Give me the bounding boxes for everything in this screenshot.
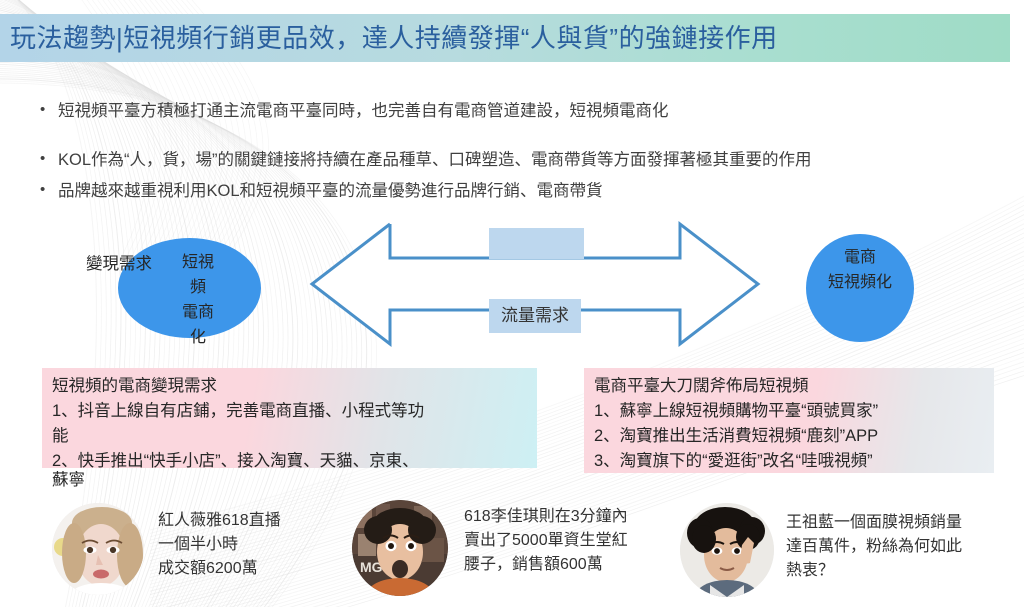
celebrity-avatar: [680, 503, 774, 597]
info-panel-demand: 短視頻的電商變現需求 1、抖音上線自有店鋪，完善電商直播、小程式等功 能 2、快…: [42, 368, 537, 470]
celebrity-caption: 王祖藍一個面膜視頻銷量 達百萬件，粉絲為何如此 熱衷？: [786, 514, 963, 579]
diagram-circle-right-label: 電商 短視頻化: [827, 249, 892, 291]
info-panel-line: 1、蘇寧上線短視頻購物平臺“頭號買家”: [594, 402, 879, 420]
diagram-circle-left: [118, 238, 261, 338]
bullet-list: 短視頻平臺方積極打通主流電商平臺同時，也完善自有電商管道建設，短視頻電商化 KO…: [38, 99, 1008, 202]
celebrity-avatar: MG: [352, 500, 448, 596]
info-panel-heading: 電商平臺大刀闊斧佈局短視頻: [594, 377, 809, 395]
diagram-overlay-label: 變現需求: [86, 255, 152, 273]
arrow-label-box-top: [489, 228, 584, 259]
bullet-item: KOL作為“人，貨，場”的關鍵鏈接將持續在產品種草、口碑塑造、電商帶貨等方面發揮…: [38, 148, 1008, 171]
info-panel-line: 2、淘寶推出生活消費短視頻“鹿刻”APP: [594, 427, 879, 445]
celebrity-avatar: [52, 503, 144, 595]
bullet-item: 短視頻平臺方積極打通主流電商平臺同時，也完善自有電商管道建設，短視頻電商化: [38, 99, 1008, 122]
info-panel-line: 2、快手推出“快手小店”、接入淘寶、天貓、京東、: [52, 452, 419, 470]
arrow-label-box-bottom: 流量需求: [489, 299, 581, 333]
celebrity-card: MG 618李佳琪則在3分鐘內 賣出了5000單資生堂紅 腰子，銷售額600萬: [352, 500, 628, 596]
celebrity-card: 紅人薇雅618直播 一個半小時 成交額6200萬: [52, 503, 281, 595]
info-panel-line: 能: [52, 427, 69, 445]
bullet-item: 品牌越來越重視利用KOL和短視頻平臺的流量優勢進行品牌行銷、電商帶貨: [38, 179, 1008, 202]
page-title: 玩法趨勢|短視頻行銷更品效，達人持續發揮“人與貨”的強鏈接作用: [10, 23, 778, 53]
diagram-circle-right: [806, 234, 914, 342]
info-panel-heading: 短視頻的電商變現需求: [52, 377, 217, 395]
info-panel-line: 1、抖音上線自有店鋪，完善電商直播、小程式等功: [52, 402, 425, 420]
info-panel-line: 3、淘寶旗下的“愛逛街”改名“哇哦視頻”: [594, 452, 873, 470]
celebrity-card: 王祖藍一個面膜視頻銷量 達百萬件，粉絲為何如此 熱衷？: [680, 503, 962, 597]
info-panel-platform: 電商平臺大刀闊斧佈局短視頻 1、蘇寧上線短視頻購物平臺“頭號買家” 2、淘寶推出…: [584, 368, 994, 473]
info-panel-overflow-line: 蘇寧: [52, 471, 85, 489]
slide-title-bar: 玩法趨勢|短視頻行銷更品效，達人持續發揮“人與貨”的強鏈接作用: [0, 14, 1010, 62]
celebrity-caption: 紅人薇雅618直播 一個半小時 成交額6200萬: [158, 512, 281, 577]
svg-text:MG: MG: [360, 559, 383, 575]
celebrity-caption: 618李佳琪則在3分鐘內 賣出了5000單資生堂紅 腰子，銷售額600萬: [464, 508, 628, 573]
diagram-circle-left-label: 短視 頻 電商 化: [181, 254, 214, 346]
